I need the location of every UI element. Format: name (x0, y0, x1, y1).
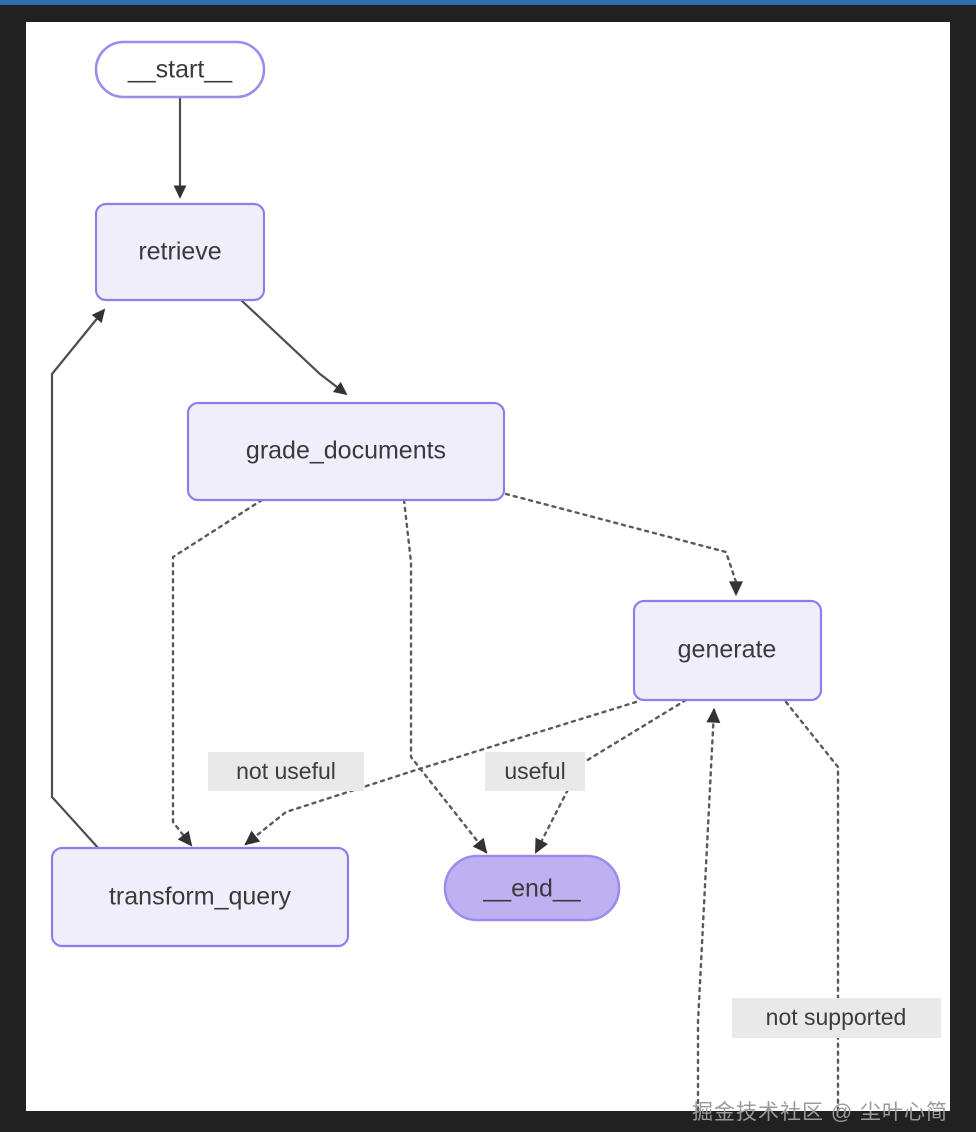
edge-label-not-useful-background (208, 752, 364, 791)
edge-label-useful-background (485, 752, 585, 791)
node-grade-documents-label: grade_documents (246, 437, 446, 465)
node-grade-documents[interactable]: grade_documents (186, 401, 506, 502)
edge-label-not-supported-text: not supported (766, 1004, 907, 1030)
edge-label-not-supported-background (732, 998, 941, 1038)
node-start-label: __start__ (127, 56, 233, 84)
node-retrieve-shape[interactable] (94, 202, 266, 302)
edge-retrieve-to-grade-documents (240, 299, 348, 396)
node-end-label: __end__ (482, 875, 581, 903)
node-transform-query-label: transform_query (109, 883, 292, 911)
node-start-shape[interactable] (94, 40, 266, 99)
edge-transform-query-to-retrieve (50, 308, 120, 872)
window-accent-strip (0, 0, 976, 5)
edge-label-not-useful: not useful (208, 752, 364, 791)
node-grade-documents-shape[interactable] (186, 401, 506, 502)
node-start[interactable]: __start__ (94, 40, 266, 99)
edge-generate-self-loop-up-not-supported (696, 707, 721, 1111)
diagram-canvas: not useful useful not supported __start_… (26, 22, 950, 1111)
edge-label-useful: useful (485, 752, 585, 791)
edge-label-not-supported: not supported (732, 998, 941, 1038)
edge-generate-self-loop-down (784, 700, 840, 1111)
node-generate-label: generate (678, 636, 777, 664)
node-generate-shape[interactable] (632, 599, 823, 702)
edge-grade-documents-to-generate (504, 492, 743, 597)
watermark-text: 掘金技术社区 @ 尘叶心简 (692, 1101, 948, 1124)
node-transform-query-shape[interactable] (50, 846, 350, 948)
node-retrieve-label: retrieve (138, 238, 221, 266)
node-end-shape[interactable] (443, 854, 621, 922)
node-end[interactable]: __end__ (443, 854, 621, 922)
node-generate[interactable]: generate (632, 599, 823, 702)
node-transform-query[interactable]: transform_query (50, 846, 350, 948)
node-retrieve[interactable]: retrieve (94, 202, 266, 302)
edge-label-not-useful-text: not useful (236, 758, 336, 784)
edge-label-useful-text: useful (504, 758, 565, 784)
edge-grade-documents-to-end (402, 498, 488, 854)
flowchart-svg: not useful useful not supported __start_… (50, 40, 941, 1111)
edge-grade-documents-to-transform-query (171, 498, 264, 847)
